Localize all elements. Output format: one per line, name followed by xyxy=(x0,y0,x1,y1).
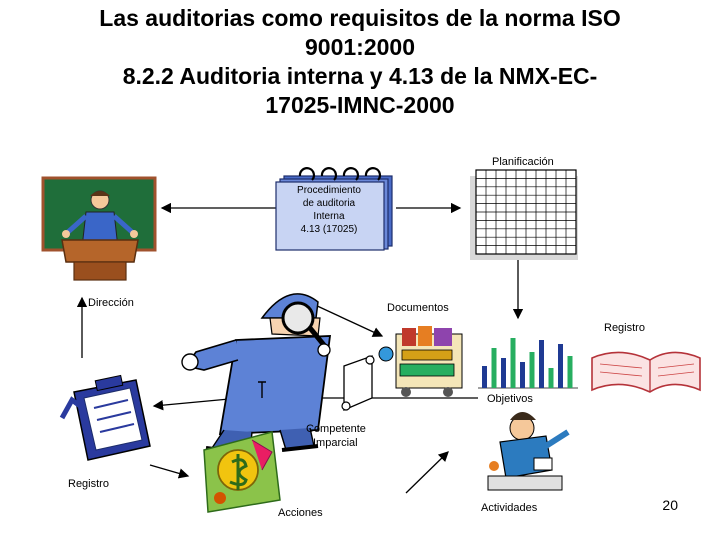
illustration-bar xyxy=(501,358,506,388)
illustration-bar xyxy=(558,344,563,388)
label-documentos: Documentos xyxy=(387,302,449,314)
title-line-3: 8.2.2 Auditoria interna y 4.13 de la NMX… xyxy=(122,63,598,89)
procedure-document-illustration xyxy=(275,167,393,251)
person-at-desk-illustration xyxy=(487,412,570,491)
title-line-1: Las auditorias como requisitos de la nor… xyxy=(99,5,621,31)
illustration-bar xyxy=(491,348,497,388)
clipboard-illustration xyxy=(59,374,151,461)
illustration-bar xyxy=(539,340,544,388)
label-objetivos: Objetivos xyxy=(487,393,533,405)
arrow-acciones-to-actividades xyxy=(405,451,449,494)
title-line-2: 9001:2000 xyxy=(305,34,415,60)
label-registro-right: Registro xyxy=(604,322,645,334)
slide-title: Las auditorias como requisitos de la nor… xyxy=(0,4,720,120)
label-registro-left: Registro xyxy=(68,478,109,490)
title-line-4: 17025-IMNC-2000 xyxy=(265,92,455,118)
bar-chart-illustration xyxy=(476,330,578,389)
label-actividades: Actividades xyxy=(481,502,538,514)
label-competente: Competente xyxy=(306,423,366,435)
scroll-illustration xyxy=(341,355,375,411)
planning-grid-illustration xyxy=(470,169,578,260)
arrow-registro-to-money xyxy=(149,464,190,479)
label-acciones: Acciones xyxy=(278,507,323,519)
label-imparcial: Imparcial xyxy=(313,437,358,449)
procedimiento-line-2: de auditoria xyxy=(302,198,356,209)
page-number: 20 xyxy=(662,497,678,513)
label-procedimiento: Procedimiento de auditoria Interna 4.13 … xyxy=(276,184,382,236)
illustration-bar xyxy=(520,362,525,388)
procedimiento-line-3: Interna xyxy=(313,211,345,222)
documents-illustration xyxy=(378,326,463,397)
procedimiento-line-4: 4.13 (17025) xyxy=(300,224,358,235)
open-book-illustration xyxy=(591,351,701,393)
teacher-illustration xyxy=(41,176,157,281)
money-illustration xyxy=(203,431,281,513)
procedimiento-line-1: Procedimiento xyxy=(297,185,361,196)
label-planificacion: Planificación xyxy=(492,156,554,168)
illustration-bar xyxy=(548,368,554,388)
illustration-bar xyxy=(567,356,573,388)
illustration-bar xyxy=(482,366,487,388)
illustration-bar xyxy=(510,338,516,388)
illustration-bar xyxy=(529,352,535,388)
label-direccion: Dirección xyxy=(88,297,134,309)
